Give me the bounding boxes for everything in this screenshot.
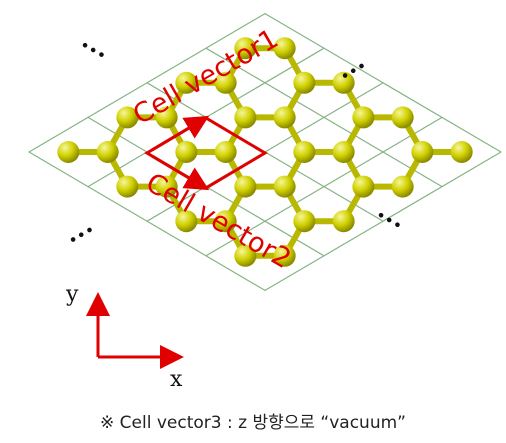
atom	[391, 106, 414, 129]
atom	[175, 210, 198, 233]
unit-cell	[144, 115, 268, 191]
footnote-caption: ※ Cell vector3 : z 방향으로 “vacuum”	[100, 413, 406, 433]
atom	[116, 106, 139, 129]
grid-line	[264, 12, 502, 153]
grid-line	[264, 151, 502, 291]
atom	[234, 175, 257, 198]
atom	[293, 210, 316, 233]
atom	[293, 141, 316, 163]
axis-y-label: y	[65, 282, 79, 307]
axis-x-label: x	[170, 367, 183, 392]
atom	[332, 71, 355, 94]
grid-line	[205, 47, 443, 188]
atom	[273, 244, 296, 267]
atom	[293, 71, 316, 94]
atom	[155, 175, 178, 198]
atom	[273, 37, 296, 60]
atom	[352, 106, 375, 129]
atom	[234, 37, 257, 60]
ellipsis-bottom-right: •••	[372, 205, 406, 236]
atom	[352, 175, 375, 198]
atom-layer	[57, 37, 473, 267]
atom	[57, 141, 80, 163]
ellipsis-top-left: •••	[76, 35, 110, 66]
ellipsis-bottom-left: •••	[65, 220, 99, 251]
atom	[450, 141, 473, 163]
atom	[175, 141, 198, 163]
axis-arrows	[86, 292, 184, 369]
atom	[273, 175, 296, 198]
atom	[214, 71, 237, 94]
atom	[175, 71, 198, 94]
cell-vector-2-label: Cell vector2	[141, 167, 297, 275]
atom	[332, 210, 355, 233]
atom	[234, 106, 257, 129]
atom	[332, 141, 355, 163]
atom	[411, 141, 434, 163]
atom	[391, 175, 414, 198]
atom	[273, 106, 296, 129]
atom	[96, 141, 119, 163]
atom	[116, 175, 139, 198]
atom	[234, 244, 257, 267]
grid-line	[205, 116, 443, 257]
atom	[214, 141, 237, 163]
atom	[155, 106, 178, 129]
atom	[214, 210, 237, 233]
